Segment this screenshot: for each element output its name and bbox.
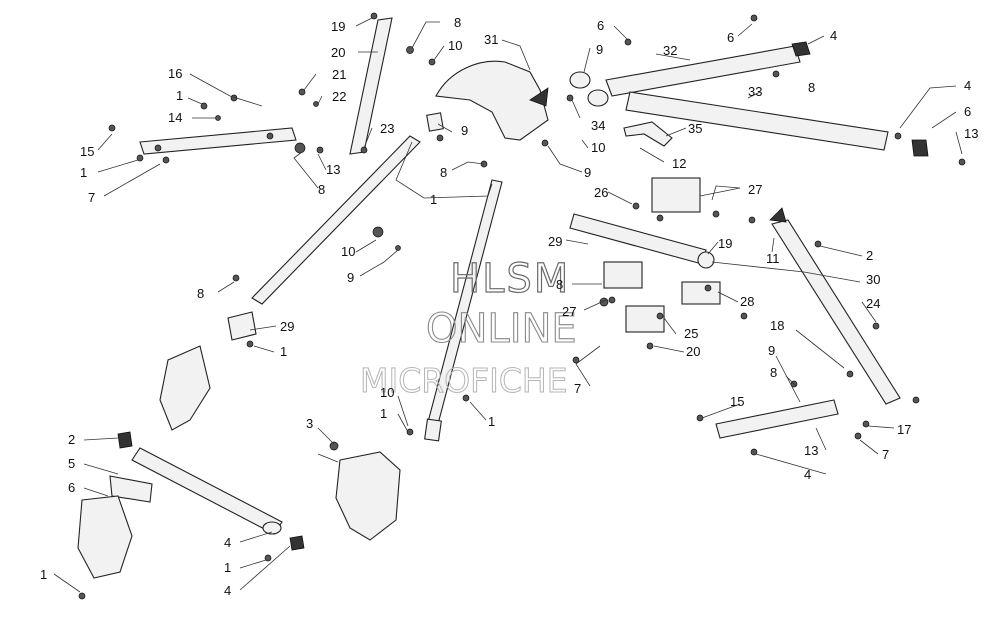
front-lower-tube: [625, 91, 889, 151]
callout-label: 1: [488, 414, 495, 429]
callout-label: 1: [224, 560, 231, 575]
leader-lines: [53, 17, 963, 593]
callout-label: 8: [318, 182, 325, 197]
callout-label: 20: [331, 45, 345, 60]
callout-label: 23: [380, 121, 394, 136]
front-upper-tube: [605, 45, 801, 97]
steering-gear-mount: [335, 451, 401, 541]
watermark-line-1: HLSM: [450, 256, 570, 302]
callout-label: 19: [718, 236, 732, 251]
part-drawings: [77, 17, 929, 579]
left-pedal-bracket: [159, 345, 211, 431]
callout-label: 8: [808, 80, 815, 95]
callout-label: 10: [591, 140, 605, 155]
callout-label: 9: [584, 165, 591, 180]
callout-label: 30: [866, 272, 880, 287]
center-crossbar: [569, 213, 707, 265]
callout-label: 7: [882, 447, 889, 462]
callout-label: 10: [341, 244, 355, 259]
callout-label: 17: [897, 422, 911, 437]
callout-label: 9: [768, 343, 775, 358]
callout-labels-extra: 4 1: [40, 567, 231, 598]
callout-label: 10: [380, 385, 394, 400]
callout-label: 6: [964, 104, 971, 119]
watermark-line-2: ONLINE: [426, 306, 577, 352]
callout-labels: 19 8 20 10 31 6 9 32 6 4 21 22 16 1 14 2…: [68, 15, 978, 575]
callout-label: 1: [80, 165, 87, 180]
callout-label: 1: [280, 344, 287, 359]
callout-label: 24: [866, 296, 880, 311]
callout-label: 6: [727, 30, 734, 45]
callout-label: 27: [748, 182, 762, 197]
callout-label: 22: [332, 89, 346, 104]
callout-label: 9: [461, 123, 468, 138]
callout-label: 6: [68, 480, 75, 495]
callout-label-1-bottom: 1: [40, 567, 47, 582]
callout-label: 3: [306, 416, 313, 431]
callout-label: 13: [326, 162, 340, 177]
callout-label: 34: [591, 118, 605, 133]
callout-label: 1: [430, 192, 437, 207]
callout-label: 25: [684, 326, 698, 341]
callout-label: 7: [88, 190, 95, 205]
callout-label: 8: [454, 15, 461, 30]
callout-label: 8: [440, 165, 447, 180]
callout-label: 13: [804, 443, 818, 458]
callout-label: 8: [556, 277, 563, 292]
callout-label: 2: [866, 248, 873, 263]
callout-label: 4: [224, 535, 231, 550]
callout-label: 18: [770, 318, 784, 333]
callout-label: 5: [68, 456, 75, 471]
pedal-assembly: [109, 475, 153, 503]
callout-label: 4: [964, 78, 971, 93]
callout-label: 14: [168, 110, 182, 125]
callout-label: 12: [672, 156, 686, 171]
callout-label: 26: [594, 185, 608, 200]
right-rear-brace: [771, 219, 901, 405]
cover-marker: [529, 87, 549, 107]
callout-label: 33: [748, 84, 762, 99]
callout-label: 21: [332, 67, 346, 82]
callout-label: 28: [740, 294, 754, 309]
callout-label: 4: [804, 467, 811, 482]
callout-label: 8: [197, 286, 204, 301]
callout-label: 10: [448, 38, 462, 53]
callout-label: 7: [574, 381, 581, 396]
callout-label: 4: [830, 28, 837, 43]
left-rear-brace: [139, 127, 297, 155]
watermark-line-3: MICROFICHE: [360, 361, 568, 400]
callout-label: 27: [562, 304, 576, 319]
callout-label: 16: [168, 66, 182, 81]
callout-label: 1: [380, 406, 387, 421]
callout-label: 11: [766, 251, 780, 266]
callout-label: 29: [548, 234, 562, 249]
callout-label: 6: [597, 18, 604, 33]
left-diagonal-tube: [251, 135, 421, 305]
callout-label: 32: [663, 43, 677, 58]
watermark: HLSM ONLINE MICROFICHE: [360, 255, 578, 400]
callout-label: 1: [176, 88, 183, 103]
steering-cover: [435, 60, 549, 141]
left-lower-mount: [227, 311, 257, 341]
callout-label: 19: [331, 19, 345, 34]
callout-label: 15: [730, 394, 744, 409]
callout-label: 9: [347, 270, 354, 285]
callout-label: 8: [770, 365, 777, 380]
callout-label: 35: [688, 121, 702, 136]
callout-label-4-bottom: 4: [224, 583, 231, 598]
right-lower-brace: [715, 399, 839, 439]
callout-label: 31: [484, 32, 498, 47]
callout-label: 9: [596, 42, 603, 57]
callout-label: 20: [686, 344, 700, 359]
callout-label: 29: [280, 319, 294, 334]
callout-label: 2: [68, 432, 75, 447]
tube-bracket: [623, 121, 673, 147]
callout-label: 15: [80, 144, 94, 159]
lower-crossbar: [131, 447, 283, 535]
callout-label: 13: [964, 126, 978, 141]
